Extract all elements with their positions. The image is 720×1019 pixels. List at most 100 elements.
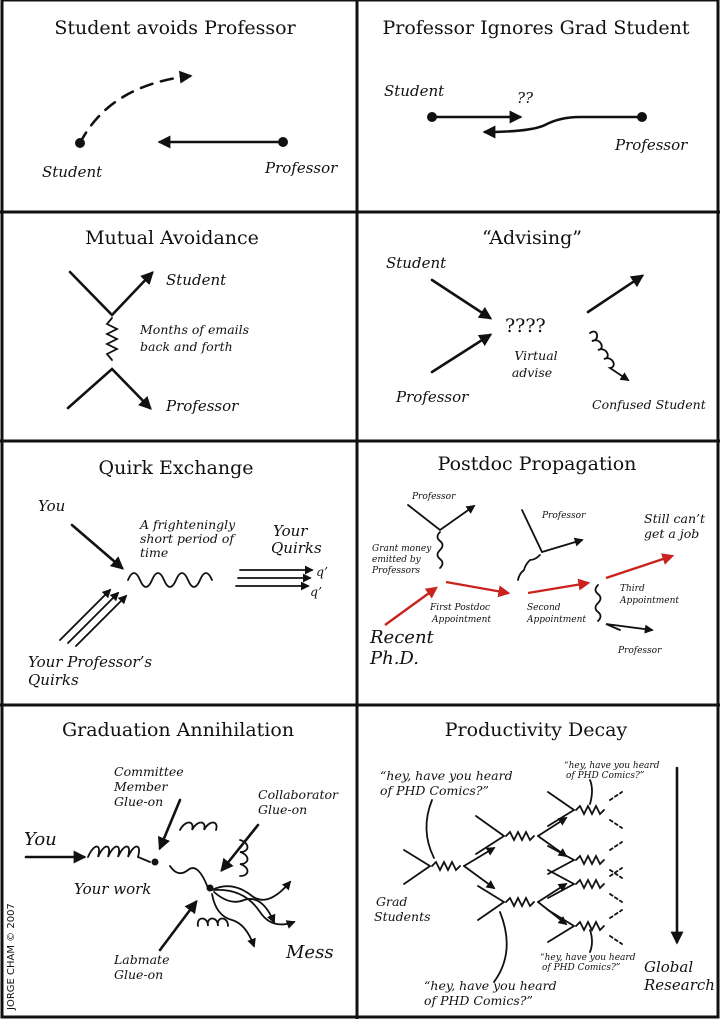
fading-branches: [609, 791, 623, 945]
callout-tail-3: [589, 779, 593, 805]
branch-up-l1: [463, 847, 496, 867]
student-label: Student: [42, 163, 103, 181]
first-postdoc-line1: First Postdoc: [429, 603, 490, 613]
branch-l2a-up: [537, 817, 568, 837]
wave-l3b: [575, 853, 605, 867]
red-arrow-1: [384, 586, 438, 626]
panel-title: Productivity Decay: [445, 719, 628, 741]
panel-title: Quirk Exchange: [99, 457, 254, 479]
q-prime-2: q’: [310, 584, 322, 599]
collaborator-arrow: [220, 823, 260, 873]
panel-title: Graduation Annihilation: [62, 719, 294, 741]
quirk-arrow-2: [67, 591, 120, 644]
time-label-line3: time: [140, 545, 168, 560]
student-dot: [75, 138, 85, 148]
collaborator-label-line1: Collaborator: [258, 787, 339, 802]
quad-question-marks: ????: [505, 315, 546, 337]
wave-l1: [431, 859, 461, 873]
mess-label: Mess: [285, 942, 334, 963]
red-arrow-4: [605, 553, 675, 580]
exchange-wave: [127, 572, 213, 588]
you-label: You: [24, 829, 57, 850]
professor-arrow: [430, 333, 493, 374]
labmate-coil: [196, 917, 229, 927]
committee-arrow: [158, 798, 182, 851]
labmate-label-line2: Glue-on: [114, 967, 163, 982]
wave-l2a: [505, 829, 535, 843]
grant-label-line1: Grant money: [372, 544, 432, 554]
professor-dot: [278, 137, 288, 147]
still-cant-line2: get a job: [644, 526, 699, 541]
quirks-label: Quirks: [271, 539, 322, 557]
panel-professor-ignores-grad-student: Professor Ignores Grad Student Student ?…: [382, 17, 689, 154]
panel-productivity-decay: Productivity Decay “hey, have you heard …: [374, 719, 715, 1008]
confused-student-label: Confused Student: [592, 397, 707, 412]
email-wave: [104, 317, 120, 361]
your-work-label: Your work: [74, 880, 151, 898]
grant-wave-2: [517, 554, 541, 581]
vertex-l3a: [547, 791, 576, 827]
question-marks: ??: [517, 89, 534, 107]
hey-quote-small-1-line2: of PHD Comics?”: [566, 771, 645, 781]
wave-l3c: [575, 877, 605, 891]
grad-students-line2: Students: [374, 909, 431, 924]
student-label: Student: [386, 254, 447, 272]
mess-spray-4: [213, 889, 296, 929]
professor-arrow: [66, 367, 152, 410]
mess-spray-2: [213, 891, 276, 924]
student-arrow: [430, 278, 493, 320]
outgoing-arrow: [586, 274, 645, 314]
professor-label: Professor: [165, 397, 239, 415]
red-arrow-2: [445, 580, 511, 598]
professor-label: Professor: [395, 388, 469, 406]
grad-students-line1: Grad: [376, 894, 407, 909]
professor-3-vertex: [605, 623, 654, 634]
student-label: Student: [384, 82, 445, 100]
committee-coil: [179, 821, 218, 831]
vertex-l2b: [477, 885, 506, 921]
work-coil: [87, 845, 151, 863]
grant-wave-3: [594, 584, 602, 622]
branch-down-l1: [463, 865, 496, 890]
hey-quote-small-1-line1: “hey, have you heard: [564, 760, 660, 771]
professor-label: Professor: [614, 136, 688, 154]
third-appointment-line1: Third: [620, 584, 645, 594]
virtual-label-line1: Virtual: [514, 348, 557, 363]
you-label: You: [38, 497, 65, 515]
committee-label-line2: Member: [113, 779, 168, 794]
callout-tail-1: [425, 799, 435, 859]
professor-1-label: Professor: [411, 492, 456, 502]
callout-tail-4: [589, 929, 593, 953]
collaborator-coil: [239, 839, 249, 877]
quirk-arrow-3: [75, 594, 128, 647]
panel-title: Postdoc Propagation: [438, 453, 637, 475]
q-prime-1: q’: [316, 564, 328, 579]
global-research-line1: Global: [644, 958, 693, 976]
vertex-l2a: [475, 815, 506, 855]
professor-2-label: Professor: [541, 511, 586, 521]
professor-arrow: [482, 115, 644, 139]
time-label-line1: A frighteningly: [139, 517, 236, 532]
professor-quirks-line1: Your Professor’s: [28, 653, 152, 671]
glue-link: [169, 865, 209, 889]
grad-vertex: [403, 849, 432, 885]
grant-wave-1: [436, 531, 444, 569]
student-label: Student: [166, 271, 227, 289]
red-arrow-3: [527, 578, 591, 595]
hey-quote-small-2-line1: “hey, have you heard: [540, 952, 636, 963]
panel-title: Student avoids Professor: [54, 17, 296, 39]
mess-spray-3: [211, 893, 256, 948]
hey-quote-1-line1: “hey, have you heard: [380, 768, 513, 783]
callout-tail-2: [493, 911, 508, 983]
third-appointment-line2: Appointment: [619, 596, 679, 606]
committee-label-line1: Committee: [114, 764, 184, 779]
emails-label-line1: Months of emails: [139, 322, 249, 337]
hey-quote-2-line2: of PHD Comics?”: [424, 993, 533, 1008]
professor-label: Professor: [264, 159, 338, 177]
vertex-l3c: [547, 869, 576, 899]
branch-l2b-up: [537, 883, 568, 903]
professor-2-vertex: [521, 509, 584, 554]
confused-spiral: [589, 330, 630, 381]
